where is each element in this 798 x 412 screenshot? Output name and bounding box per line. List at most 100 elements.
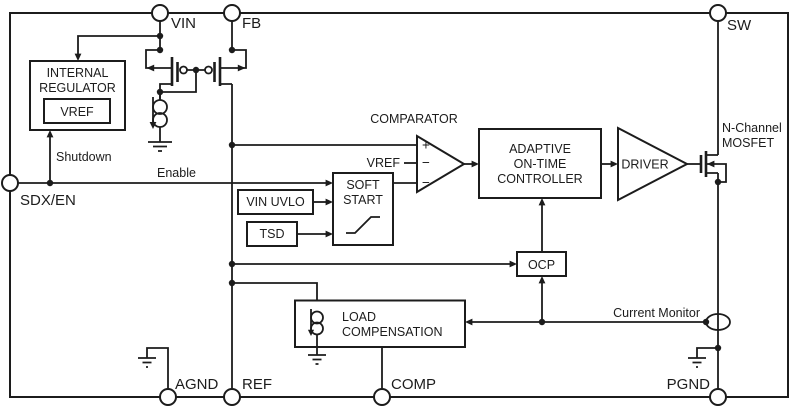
block-label: SOFT — [346, 178, 380, 192]
current-source-icon — [307, 309, 324, 336]
junction-dot — [538, 318, 546, 326]
junction-dot — [228, 260, 236, 268]
soft-start-ramp-icon — [346, 216, 380, 234]
junction-dot — [228, 46, 236, 54]
pin-ref: REF — [223, 376, 272, 406]
arrowhead — [509, 260, 517, 268]
ground-icon — [308, 354, 326, 365]
block-label: VIN UVLO — [246, 195, 305, 209]
adaptive-on-time-controller-block: ADAPTIVE ON-TIME CONTROLLER — [478, 128, 602, 199]
nmos-symbol: N-Channel MOSFET — [687, 121, 782, 183]
junction-dot — [156, 32, 164, 40]
pin-label: SW — [727, 17, 752, 34]
pin-label: AGND — [175, 376, 219, 393]
block-rect — [294, 299, 466, 348]
arrowhead — [237, 64, 246, 72]
junction-dot — [192, 66, 200, 74]
pin-label: FB — [242, 15, 261, 32]
enable-net: Enable — [18, 166, 333, 187]
pmos-right-symbol — [204, 49, 247, 86]
current-source-icon — [149, 92, 168, 142]
internal-regulator-block: INTERNAL REGULATOR VREF — [29, 60, 126, 131]
agnd-wire — [146, 347, 169, 389]
vin-uvlo-block: VIN UVLO — [237, 189, 333, 215]
block-label: TSD — [260, 227, 285, 241]
block-label: COMPENSATION — [342, 325, 442, 339]
ground-icon — [138, 357, 156, 368]
block-label: START — [343, 193, 383, 207]
arrowhead — [465, 318, 473, 326]
nmos-label: MOSFET — [722, 136, 774, 150]
pin-circle — [373, 388, 391, 406]
block-label: ADAPTIVE — [509, 142, 571, 156]
pin-circle — [709, 4, 727, 22]
block-label: REGULATOR — [39, 81, 116, 95]
pin-comp: COMP — [373, 376, 436, 406]
pin-circle — [709, 388, 727, 406]
comparator-symbol: COMPARATOR + − − VREF — [232, 112, 479, 194]
arrowhead — [149, 122, 157, 129]
soft-start-block: SOFT START — [332, 172, 394, 246]
arrowhead — [538, 198, 546, 206]
plus-sign: + — [422, 138, 430, 153]
arrowhead — [707, 160, 715, 168]
junction-dot — [156, 46, 164, 54]
arrowhead — [325, 179, 333, 187]
arrowhead — [307, 329, 315, 336]
block-label: LOAD — [342, 310, 376, 324]
pin-sdx-en: SDX/EN — [1, 174, 76, 209]
comparator-triangle — [416, 134, 466, 194]
pin-sw: SW — [709, 4, 752, 34]
block-rect — [478, 128, 602, 199]
arrowhead — [74, 53, 82, 61]
pin-agnd: AGND — [159, 376, 219, 406]
vref-box — [43, 98, 111, 124]
pin-circle — [223, 4, 241, 22]
junction-dot — [714, 344, 722, 352]
driver-triangle — [617, 126, 690, 202]
arrowhead — [471, 160, 479, 168]
junction-dot — [156, 88, 164, 96]
ocp-block: OCP — [232, 198, 567, 322]
current-monitor-net: Current Monitor — [465, 306, 706, 326]
arrowhead — [325, 198, 333, 206]
arrowhead — [538, 276, 546, 284]
pin-label: PGND — [667, 376, 711, 393]
minus-sign: − — [422, 175, 430, 190]
vref-input-label: VREF — [367, 156, 401, 170]
pin-circle — [223, 388, 241, 406]
block-label: ON-TIME — [514, 157, 567, 171]
pin-label: VIN — [171, 15, 196, 32]
pin-circle — [1, 174, 19, 192]
nmos-label: N-Channel — [722, 121, 782, 135]
driver-label: DRIVER — [621, 158, 668, 172]
block-label: OCP — [528, 258, 555, 272]
pin-label: SDX/EN — [20, 192, 76, 209]
arrowhead — [146, 64, 155, 72]
pin-fb: FB — [223, 4, 261, 32]
shutdown-net: Shutdown — [46, 130, 112, 183]
junction-dot — [702, 318, 710, 326]
pin-pgnd: PGND — [667, 376, 727, 406]
enable-label: Enable — [157, 166, 196, 180]
block-rect — [332, 172, 394, 246]
junction-dot — [714, 178, 722, 186]
comparator-title: COMPARATOR — [370, 112, 458, 126]
junction-dot — [228, 141, 236, 149]
pin-label: REF — [242, 376, 272, 393]
current-monitor-label: Current Monitor — [613, 306, 700, 320]
pin-vin: VIN — [151, 4, 196, 32]
arrowhead — [46, 130, 54, 138]
block-label: CONTROLLER — [497, 172, 582, 186]
load-compensation-block: LOAD COMPENSATION — [232, 282, 466, 389]
junction-dots — [46, 32, 722, 352]
junction-dot — [228, 279, 236, 287]
block-rect — [237, 189, 314, 215]
driver-symbol: DRIVER — [601, 126, 690, 202]
pin-label: COMP — [391, 376, 436, 393]
junction-dot — [46, 179, 54, 187]
block-label: INTERNAL — [47, 66, 109, 80]
arrowhead — [325, 230, 333, 238]
